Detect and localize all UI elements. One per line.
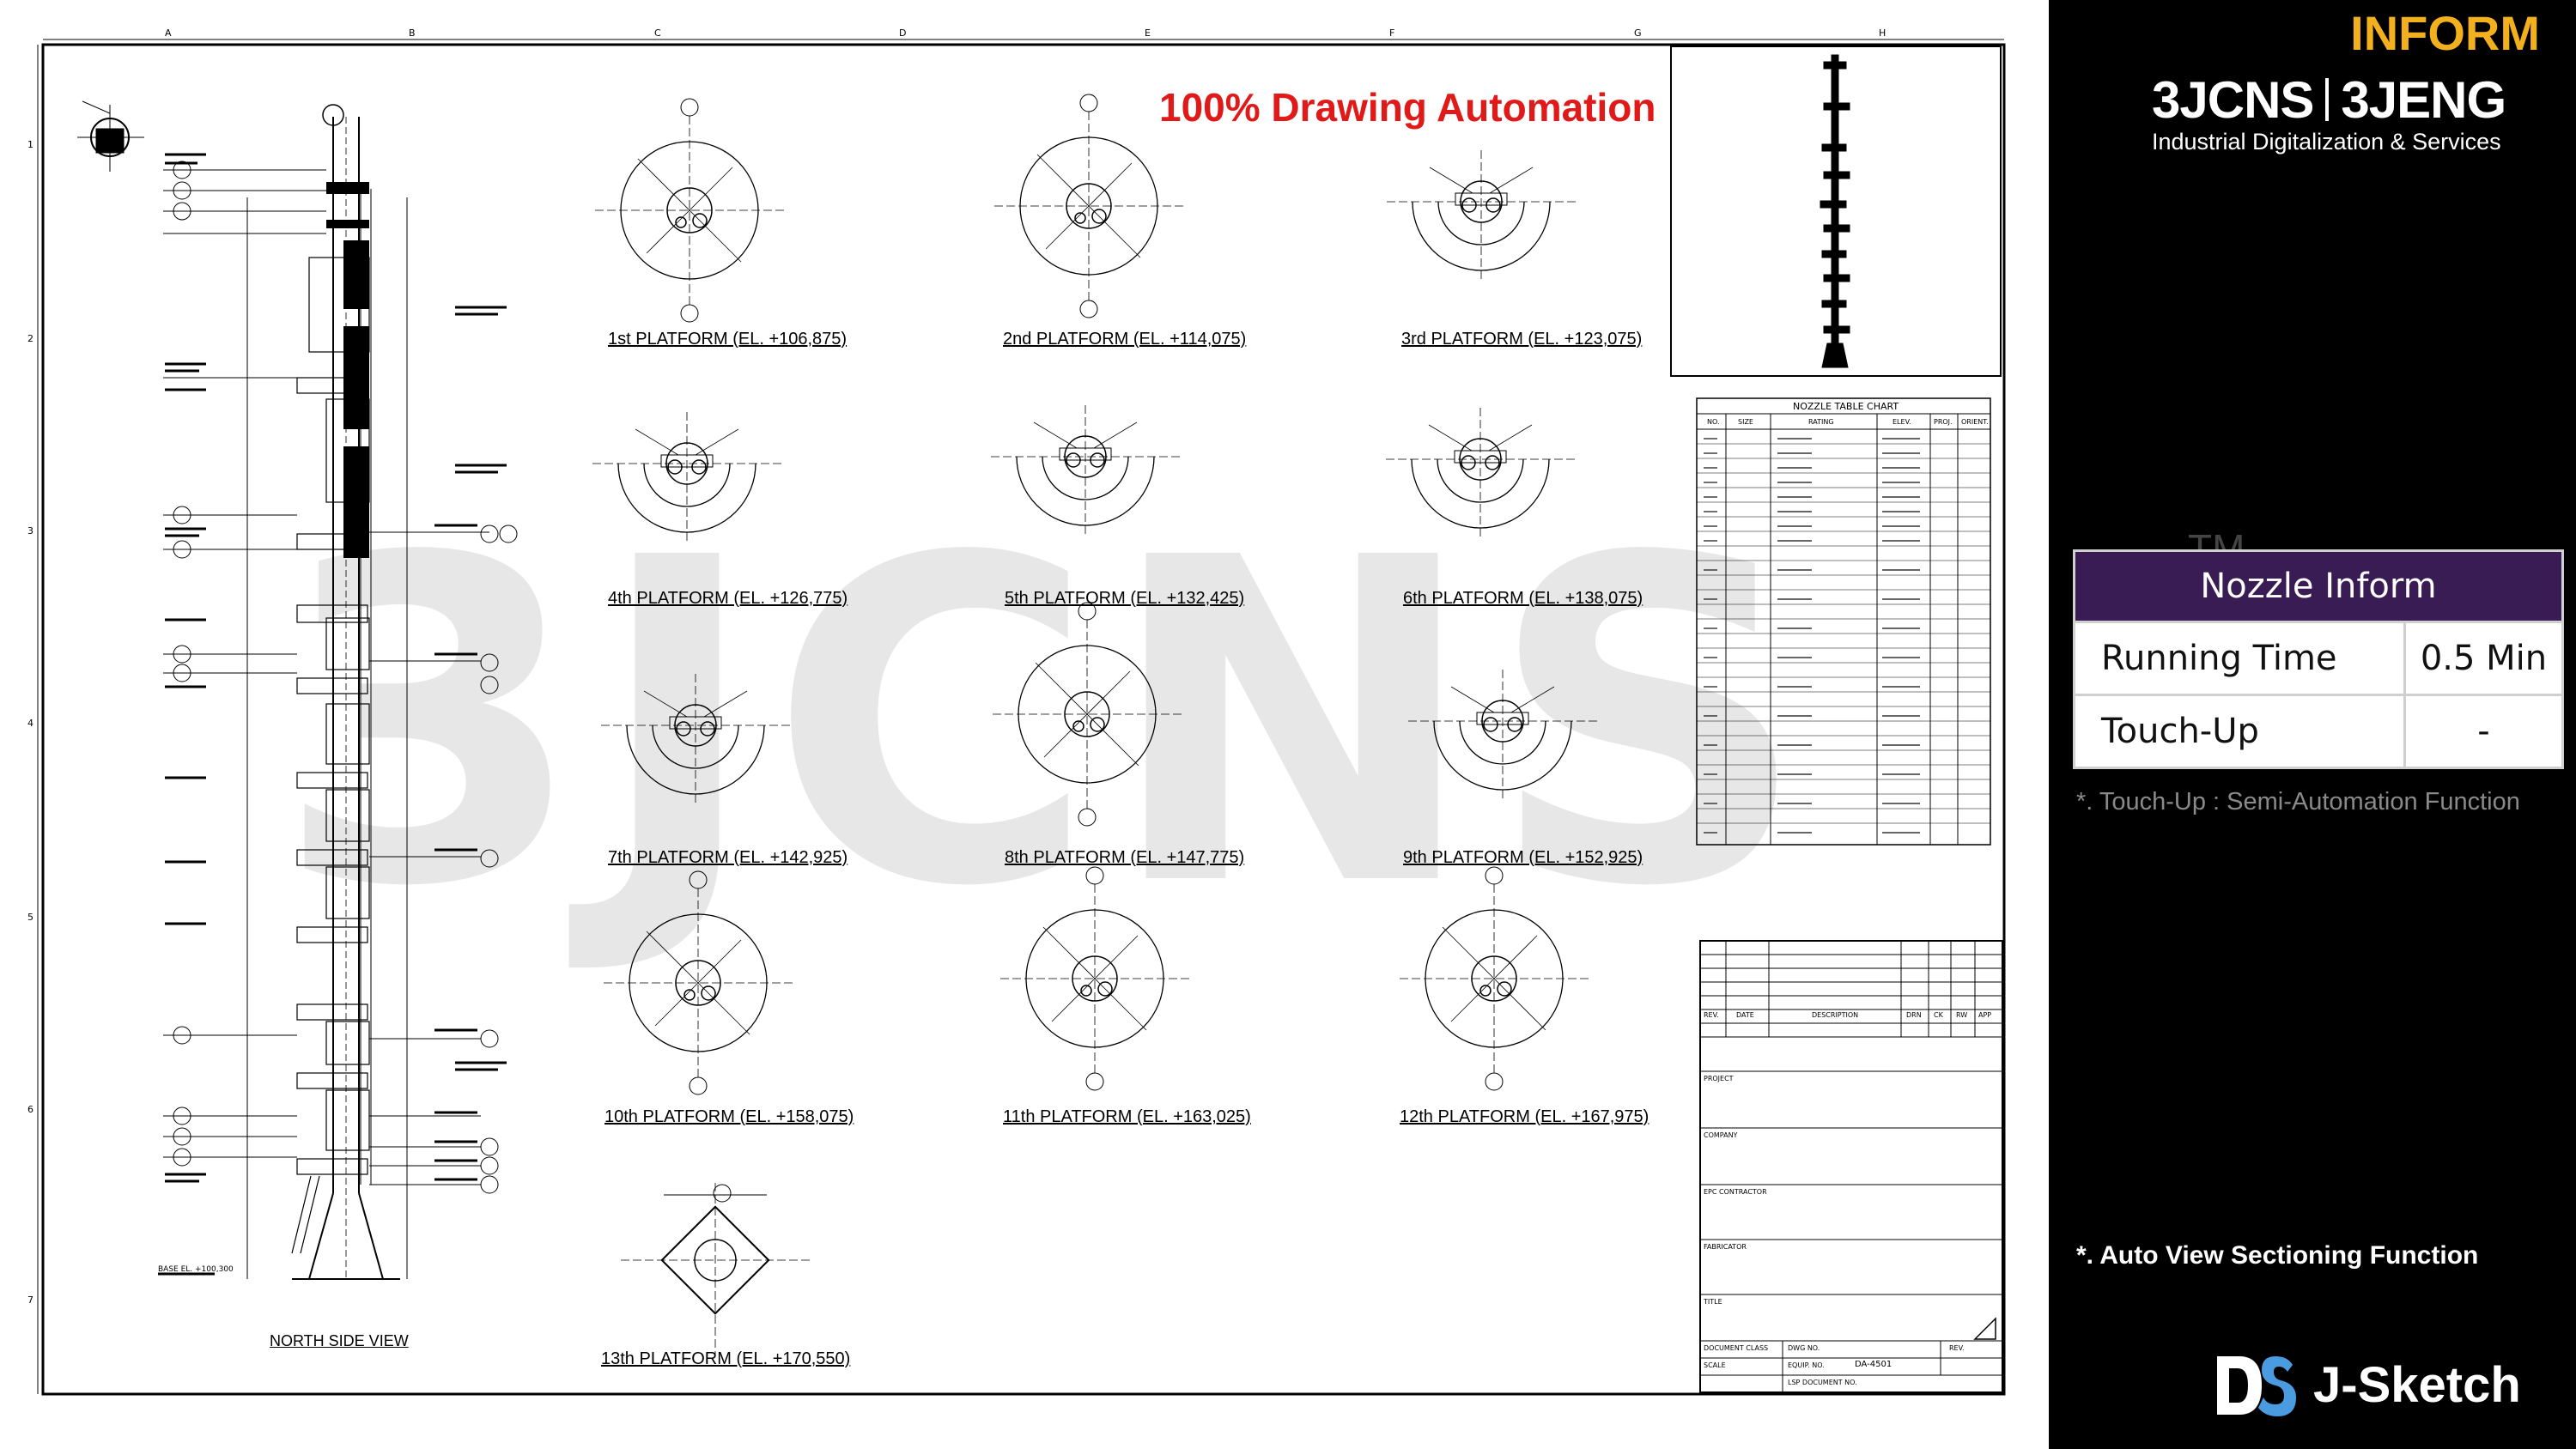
nozzle-chart-header-rating: RATING [1808, 418, 1834, 426]
col-marker-h: H [1879, 27, 1886, 39]
col-marker-f: F [1389, 27, 1395, 39]
table-row: Touch-Up - [2075, 696, 2561, 767]
col-marker-b: B [409, 27, 416, 39]
running-time-value: 0.5 Min [2406, 623, 2561, 694]
row-marker-2: 2 [27, 333, 33, 344]
view-title: NORTH SIDE VIEW [270, 1332, 409, 1349]
tb-dwg-no: DWG NO. [1788, 1344, 1820, 1352]
col-marker-g: G [1634, 27, 1642, 39]
table-row: Running Time 0.5 Min [2075, 623, 2561, 694]
row-marker-7: 7 [27, 1294, 33, 1306]
platform-label-11: 11th PLATFORM (EL. +163,025) [1003, 1107, 1251, 1126]
row-marker-4: 4 [27, 718, 33, 729]
platform-label-8: 8th PLATFORM (EL. +147,775) [1005, 848, 1245, 867]
tb-scale: SCALE [1704, 1361, 1726, 1369]
row-marker-6: 6 [27, 1104, 33, 1115]
running-time-label: Running Time [2075, 623, 2403, 694]
base-label: BASE EL. +100,300 [158, 1265, 234, 1274]
nozzle-chart-header-orient: ORIENT. [1961, 418, 1989, 426]
col-marker-c: C [654, 27, 661, 39]
tb-drn: DRN [1906, 1011, 1922, 1019]
ds-logo-icon [2217, 1356, 2296, 1416]
nozzle-chart-header-size: SIZE [1738, 418, 1753, 426]
nozzle-inform-table: Nozzle Inform Running Time 0.5 Min Touch… [2073, 549, 2564, 769]
brand-tagline: Industrial Digitalization & Services [2152, 129, 2501, 155]
col-marker-a: A [165, 27, 172, 39]
brand-right: 3JENG [2341, 71, 2506, 129]
row-marker-1: 1 [27, 139, 33, 150]
tb-project: PROJECT [1704, 1075, 1734, 1082]
row-marker-5: 5 [27, 912, 33, 923]
touch-up-note: *. Touch-Up : Semi-Automation Function [2076, 788, 2520, 815]
watermark: 3JCNS [275, 464, 1818, 984]
auto-view-note: *. Auto View Sectioning Function [2076, 1241, 2479, 1270]
nozzle-chart-title: NOZZLE TABLE CHART [1793, 401, 1899, 412]
platform-label-10: 10th PLATFORM (EL. +158,075) [605, 1107, 854, 1126]
tb-epc: EPC CONTRACTOR [1704, 1188, 1767, 1196]
tb-app: APP [1978, 1011, 1992, 1019]
tb-rev: REV. [1704, 1011, 1719, 1019]
tb-fabricator: FABRICATOR [1704, 1243, 1747, 1251]
tb-ck: CK [1934, 1011, 1943, 1019]
row-marker-3: 3 [27, 525, 33, 537]
platform-label-2: 2nd PLATFORM (EL. +114,075) [1003, 330, 1247, 349]
tb-description: DESCRIPTION [1812, 1011, 1859, 1019]
inform-label: INFORM [2350, 6, 2540, 60]
tb-rev-block: REV. [1949, 1344, 1965, 1352]
tb-company: COMPANY [1704, 1131, 1738, 1139]
platform-label-3: 3rd PLATFORM (EL. +123,075) [1401, 330, 1643, 349]
nozzle-chart-header-elev: ELEV. [1893, 418, 1911, 426]
platform-label-5: 5th PLATFORM (EL. +132,425) [1005, 589, 1245, 608]
nozzle-chart-header-no: NO. [1707, 418, 1720, 426]
touch-up-value: - [2406, 696, 2561, 767]
tb-doc-class: DOCUMENT CLASS [1704, 1344, 1769, 1352]
col-marker-e: E [1145, 27, 1151, 39]
platform-label-1: 1st PLATFORM (EL. +106,875) [608, 330, 848, 349]
platform-label-6: 6th PLATFORM (EL. +138,075) [1403, 589, 1643, 608]
drawing-linework [37, 39, 2006, 1396]
platform-label-13: 13th PLATFORM (EL. +170,550) [601, 1349, 851, 1368]
nozzle-inform-header: Nozzle Inform [2075, 552, 2561, 621]
platform-label-4: 4th PLATFORM (EL. +126,775) [608, 589, 848, 608]
col-marker-d: D [899, 27, 907, 39]
tb-rw: RW [1956, 1011, 1968, 1019]
tb-date: DATE [1736, 1011, 1754, 1019]
tb-equip-no: EQUIP. NO. [1788, 1361, 1825, 1369]
drawing-sheet: A B C D E F G H 1 2 3 4 5 6 7 [27, 27, 2006, 1396]
platform-plans [592, 94, 1598, 1355]
nozzle-chart-header-proj: PROJ. [1934, 418, 1953, 426]
tb-title: TITLE [1704, 1298, 1722, 1306]
automation-label: 100% Drawing Automation [1159, 85, 1656, 130]
platform-label-12: 12th PLATFORM (EL. +167,975) [1400, 1107, 1649, 1126]
jsketch-label: J-Sketch [2313, 1357, 2521, 1413]
platform-label-9: 9th PLATFORM (EL. +152,925) [1403, 848, 1643, 867]
brand-logo: 3JCNS 3JENG [2152, 70, 2506, 130]
brand-separator [2325, 78, 2330, 121]
tb-lsp: LSP DOCUMENT NO. [1788, 1379, 1857, 1386]
platform-label-7: 7th PLATFORM (EL. +142,925) [608, 848, 848, 867]
tb-equip-no-value: DA-4501 [1855, 1360, 1893, 1369]
brand-left: 3JCNS [2152, 71, 2314, 129]
touch-up-label: Touch-Up [2075, 696, 2403, 767]
